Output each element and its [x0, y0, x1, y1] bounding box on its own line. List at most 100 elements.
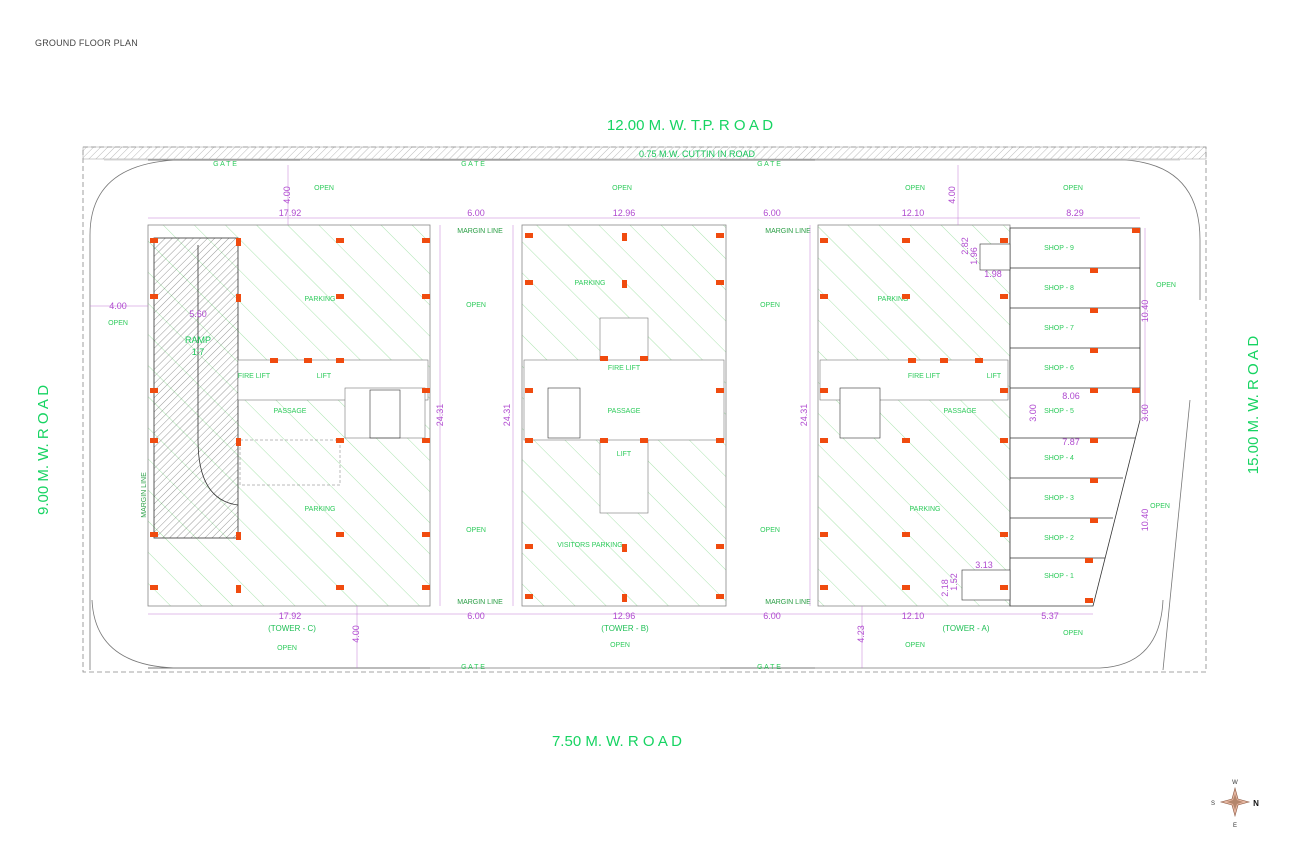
open-top-b: OPEN [612, 185, 632, 192]
dim-height-b: 24.31 [502, 404, 512, 427]
tower-b-label: (TOWER - B) [601, 624, 649, 633]
dim-height-a: 24.31 [799, 404, 809, 427]
tower-c [147, 224, 431, 607]
parking-c-top: PARKING [305, 296, 336, 303]
fire-lift-a: FIRE LIFT [908, 373, 941, 380]
gate-top-2: G A T E [461, 161, 485, 168]
dim-top-c: 17.92 [279, 208, 302, 218]
dim-bot-c: 17.92 [279, 611, 302, 621]
ramp-width: 5.60 [189, 309, 207, 319]
open-bottom-b: OPEN [610, 642, 630, 649]
shop-4: SHOP - 4 [1044, 455, 1074, 462]
parking-a-top: PARKING [878, 296, 909, 303]
dim-top-gap2: 6.00 [763, 208, 781, 218]
lift-b: LIFT [617, 451, 632, 458]
passage-c: PASSAGE [274, 408, 307, 415]
dimension-lines [90, 165, 1146, 668]
road-right: 15.00 M. W. R O A D [1245, 336, 1262, 475]
parking-b-top: PARKING [575, 280, 606, 287]
shop-6: SHOP - 6 [1044, 365, 1074, 372]
margin-line-2: MARGIN LINE [765, 228, 811, 235]
ramp-ratio: 1:7 [192, 347, 205, 357]
tower-c-label: (TOWER - C) [268, 624, 316, 633]
site-boundary [82, 146, 1207, 673]
gate-top-3: G A T E [757, 161, 781, 168]
tower-b [521, 224, 727, 607]
dim-setback-top-left: 4.00 [282, 186, 292, 204]
shop-7: SHOP - 7 [1044, 325, 1074, 332]
dim-setback-bottom-left: 4.00 [351, 625, 361, 643]
shop-3: SHOP - 3 [1044, 495, 1074, 502]
compass-icon [1219, 786, 1251, 818]
structural-columns [150, 228, 1140, 603]
open-gap-2-bottom: OPEN [760, 527, 780, 534]
shops [1009, 227, 1141, 607]
gate-bottom-2: G A T E [757, 664, 781, 671]
sheet-title: GROUND FLOOR PLAN [35, 38, 138, 48]
road-left: 9.00 M. W. R O A D [35, 385, 52, 515]
dim-wc-w: 3.13 [975, 560, 993, 570]
margin-line-1: MARGIN LINE [457, 228, 503, 235]
dim-wc-h: 2.18 [940, 579, 950, 597]
open-gap-1-bottom: OPEN [466, 527, 486, 534]
dim-setback-bottom-right: 4.23 [856, 625, 866, 643]
shop-2: SHOP - 2 [1044, 535, 1074, 542]
open-right-top: OPEN [1156, 282, 1176, 289]
shop-5: SHOP - 5 [1044, 408, 1074, 415]
dim-shop-side-top: 10.40 [1140, 300, 1150, 323]
dim-wc-h2: 1.52 [949, 573, 959, 591]
parking-c-bottom: PARKING [305, 506, 336, 513]
dim-bot-gap1: 6.00 [467, 611, 485, 621]
dim-setback-left: 4.00 [109, 301, 127, 311]
dim-bot-shops: 5.37 [1041, 611, 1059, 621]
compass-s: S [1211, 801, 1215, 807]
dim-height-c: 24.31 [435, 404, 445, 427]
dim-shop-side-bottom: 10.40 [1140, 509, 1150, 532]
shop-1: SHOP - 1 [1044, 573, 1074, 580]
road-bottom: 7.50 M. W. R O A D [552, 733, 682, 750]
dim-top-shops: 8.29 [1066, 208, 1084, 218]
open-bottom-shops: OPEN [1063, 630, 1083, 637]
open-bottom-c: OPEN [277, 645, 297, 652]
open-gap-2-top: OPEN [760, 302, 780, 309]
dim-shop-depth-top: 8.06 [1062, 391, 1080, 401]
gate-bottom-1: G A T E [461, 664, 485, 671]
shop-8: SHOP - 8 [1044, 285, 1074, 292]
cutting-label: 0.75 M.W. CUTTIN IN ROAD [639, 149, 756, 159]
open-top-shops: OPEN [1063, 185, 1083, 192]
dim-top-a: 12.10 [902, 208, 925, 218]
dim-shop-mid-b: 3.00 [1140, 404, 1150, 422]
dim-guard-h: 2.82 [960, 237, 970, 255]
dim-top-gap1: 6.00 [467, 208, 485, 218]
lift-a: LIFT [987, 373, 1002, 380]
compass-e: E [1233, 823, 1237, 829]
tower-c-margin-line: MARGIN LINE [141, 472, 148, 518]
open-right-bottom: OPEN [1150, 503, 1170, 510]
dim-bot-b: 12.96 [613, 611, 636, 621]
lift-c: LIFT [317, 373, 332, 380]
dim-top-b: 12.96 [613, 208, 636, 218]
margin-line-3: MARGIN LINE [457, 599, 503, 606]
tower-a [817, 224, 1011, 607]
ramp-label: RAMP [185, 335, 211, 345]
fire-lift-c: FIRE LIFT [238, 373, 271, 380]
shop-9: SHOP - 9 [1044, 245, 1074, 252]
parking-a-bottom: PARKING [910, 506, 941, 513]
dim-shop-mid-a: 3.00 [1028, 404, 1038, 422]
tower-a-label: (TOWER - A) [943, 624, 990, 633]
guard-room [979, 243, 1011, 271]
compass-w: W [1232, 780, 1238, 786]
open-bottom-a: OPEN [905, 642, 925, 649]
dim-bot-a: 12.10 [902, 611, 925, 621]
dim-guard-h2: 1.96 [969, 247, 979, 265]
dim-shop-depth-mid: 7.87 [1062, 437, 1080, 447]
passage-b: PASSAGE [608, 408, 641, 415]
open-top-a: OPEN [905, 185, 925, 192]
gates [148, 159, 815, 669]
margin-line-4: MARGIN LINE [765, 599, 811, 606]
gate-top-1: G A T E [213, 161, 237, 168]
open-left: OPEN [108, 320, 128, 327]
dim-bot-gap2: 6.00 [763, 611, 781, 621]
passage-a: PASSAGE [944, 408, 977, 415]
